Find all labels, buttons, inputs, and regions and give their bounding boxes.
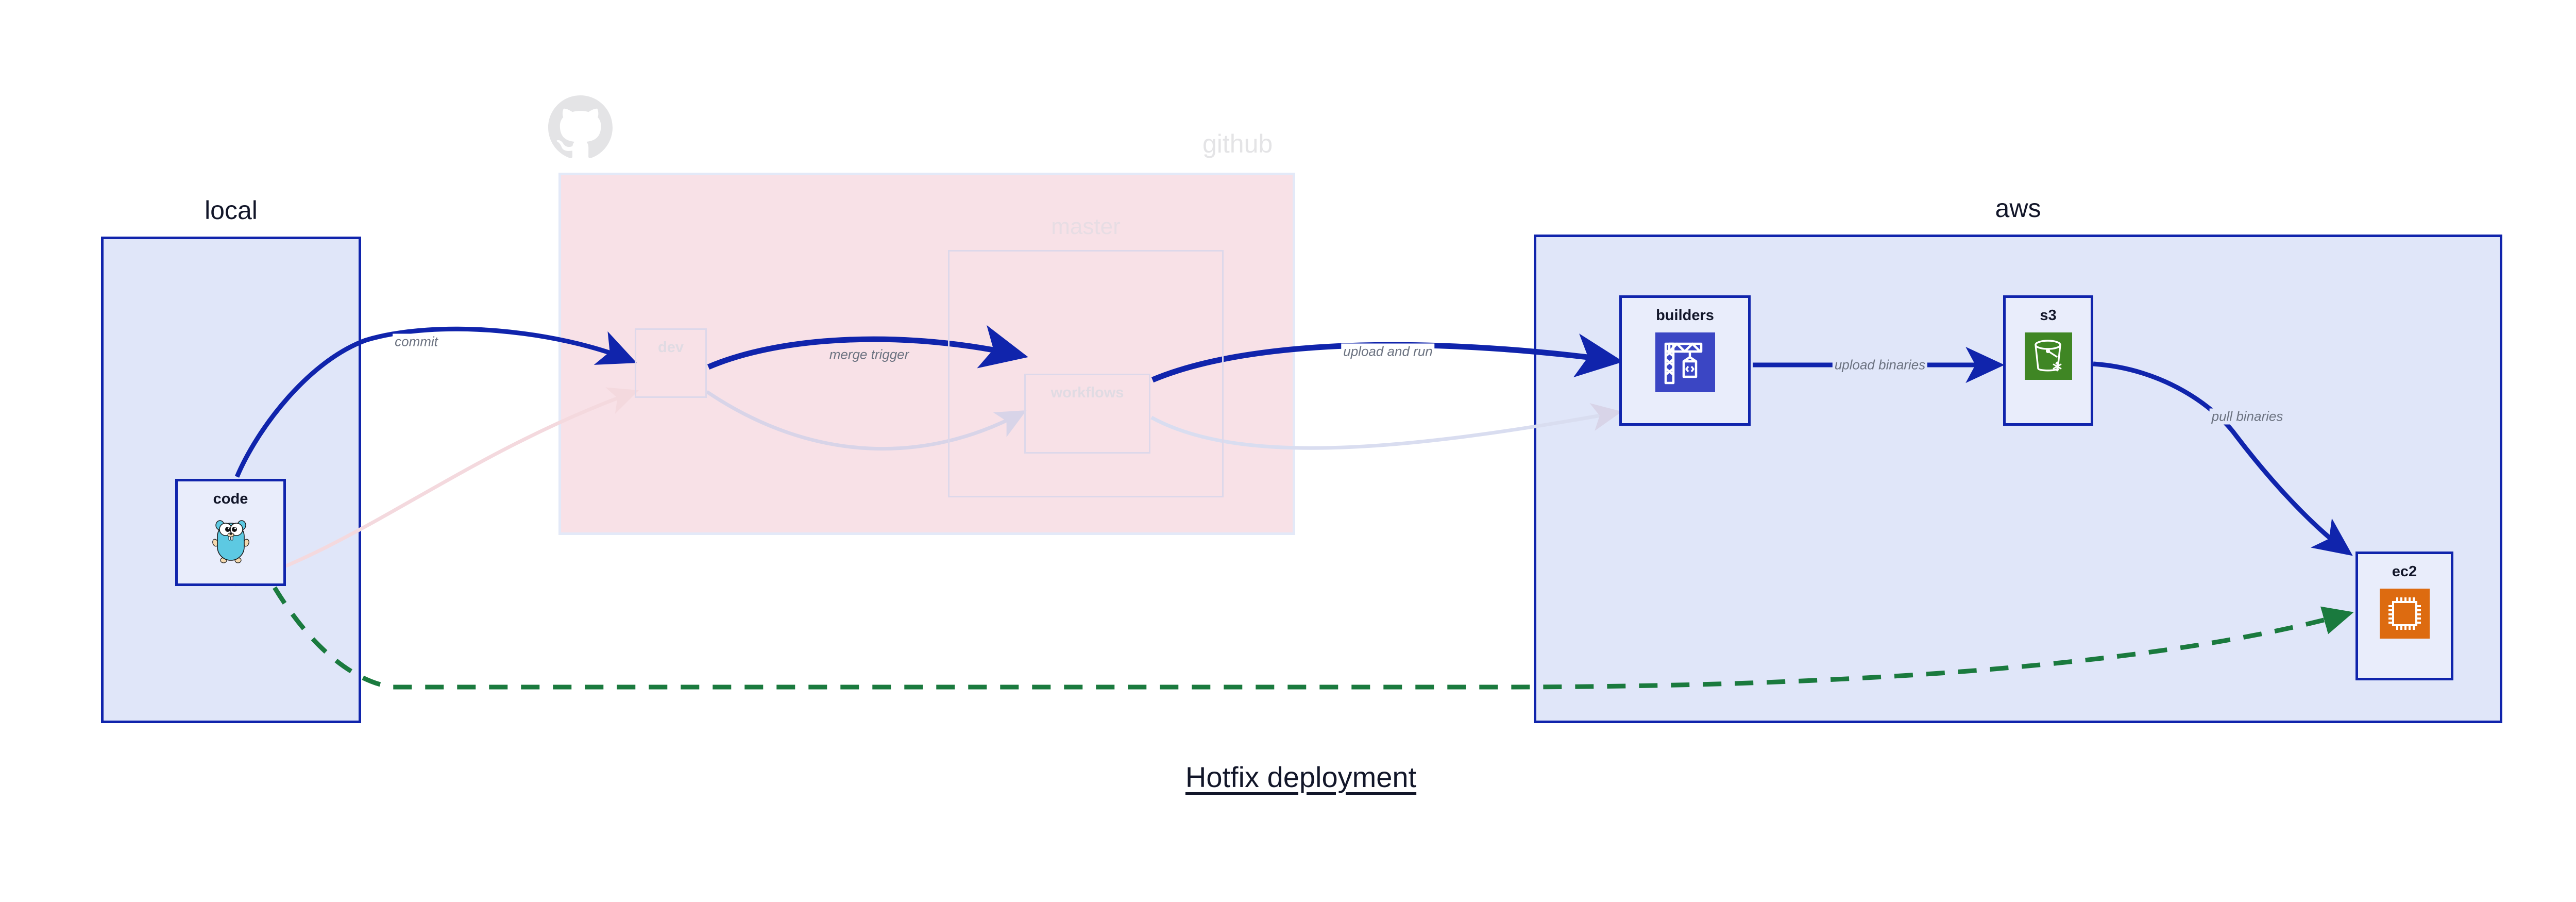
node-title-ec2: ec2 [2392,563,2417,580]
crane-code-icon [1655,332,1715,395]
edge-label-pull-binaries: pull binaries [2209,408,2285,425]
node-master [948,250,1224,497]
node-ec2[interactable]: ec2 [2355,552,2453,680]
node-s3[interactable]: s3 [2003,295,2093,426]
ec2-chip-icon [2379,589,2430,641]
node-title-builders: builders [1656,307,1714,324]
node-builders[interactable]: builders [1619,295,1751,426]
edge-label-merge-trigger: merge trigger [827,346,911,363]
diagram-caption: Hotfix deployment [1185,761,1417,793]
zone-label-aws: aws [1995,194,2041,223]
node-title-code: code [213,491,248,507]
edge-label-upload-and-run: upload and run [1341,343,1435,360]
s3-bucket-icon [2024,332,2072,382]
node-title-dev: dev [658,339,684,356]
node-dev: dev [635,328,707,398]
node-title-workflows: workflows [1050,385,1124,401]
go-gopher-icon [212,516,249,566]
node-title-s3: s3 [2040,307,2057,324]
node-code[interactable]: code [175,479,286,586]
node-label-master: master [1051,214,1121,239]
edge-label-commit: commit [393,333,440,350]
edge-label-upload-binaries: upload binaries [1832,357,1928,373]
zone-label-local: local [205,196,258,225]
zone-label-github: github [1202,129,1273,158]
node-workflows: workflows [1024,374,1150,454]
github-octocat-icon [548,95,613,162]
